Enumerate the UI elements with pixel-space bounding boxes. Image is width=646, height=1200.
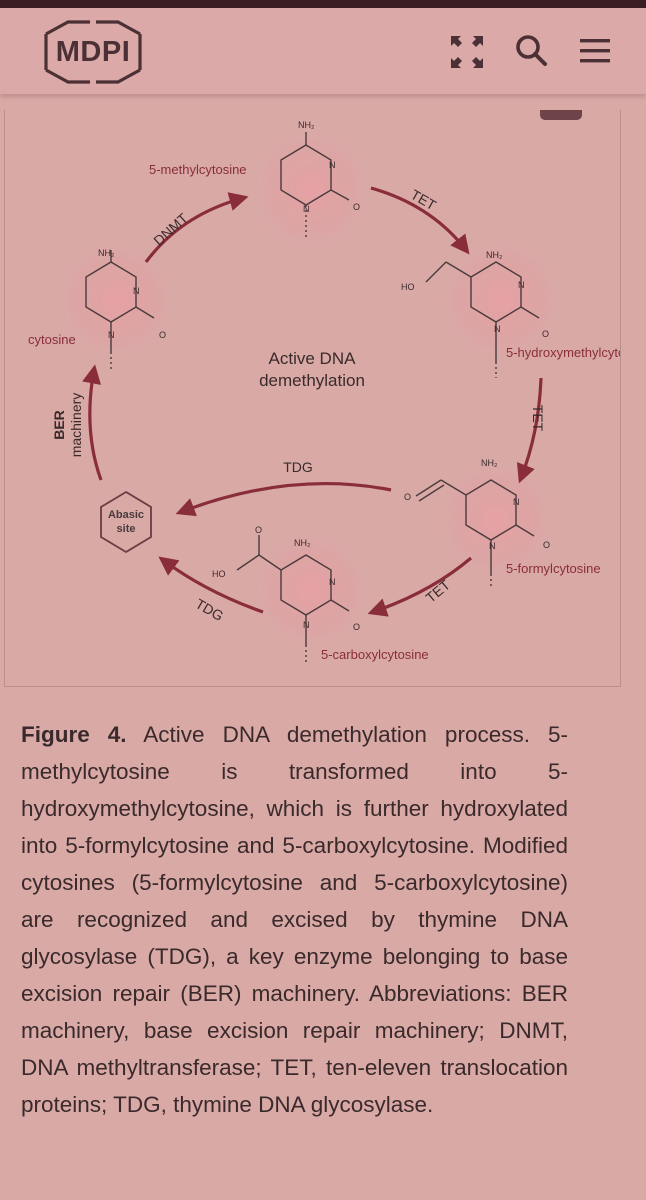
atom-o-5: O (353, 622, 360, 632)
atom-nh2-4: NH₂ (294, 538, 311, 548)
label-5-hydroxymethylcytosine: 5-hydroxymethylcyto (506, 345, 620, 360)
atom-o-7: O (159, 330, 166, 340)
enzyme-tet-1: TET (408, 186, 439, 213)
figure-container: NH₂ N N O NH₂ N N O HO NH₂ N N O O NH₂ N… (4, 110, 625, 687)
arrow-tet-1 (370, 186, 470, 255)
atom-n-10: N (108, 330, 115, 340)
enzyme-ber-machinery: machinery (68, 393, 84, 458)
atom-nh2-2: NH₂ (486, 250, 503, 260)
label-5-carboxylcytosine: 5-carboxylcytosine (321, 647, 429, 662)
glow-carboxyl (251, 530, 371, 650)
enzyme-tdg-2: TDG (193, 595, 227, 624)
atom-nh2-1: NH₂ (298, 120, 315, 130)
atom-o-1: O (353, 202, 360, 212)
arrow-tdg-2 (158, 556, 264, 614)
atom-o-6: O (255, 525, 262, 535)
mdpi-logo[interactable]: MDPI (30, 20, 156, 84)
figure-scroll-handle[interactable] (540, 110, 582, 120)
arrow-tet-2 (516, 377, 543, 484)
atom-nh2-5: NH₂ (98, 248, 115, 258)
glow-methylcytosine (249, 128, 373, 252)
center-title-line2: demethylation (259, 371, 365, 390)
arrow-tet-3 (367, 556, 473, 617)
arrow-dnmt (144, 192, 249, 263)
atom-o-3: O (543, 540, 550, 550)
site-header: MDPI (0, 8, 646, 94)
figure-label: Figure 4. (21, 722, 127, 747)
reaction-arrows (82, 186, 543, 617)
atom-n-4: N (494, 324, 501, 334)
enzyme-tet-2: TET (530, 405, 546, 432)
glow-formyl (436, 460, 556, 580)
enzyme-tdg-1: TDG (283, 459, 313, 475)
atom-n-9: N (133, 286, 140, 296)
figure-caption: Figure 4. Active DNA demethylation proce… (21, 716, 568, 1123)
atom-n-6: N (489, 541, 496, 551)
label-abasic-line2: site (117, 523, 136, 535)
enzyme-ber: BER (51, 410, 67, 440)
atom-nh2-3: NH₂ (481, 458, 498, 468)
atom-o-4: O (404, 492, 411, 502)
expand-icon[interactable] (445, 30, 489, 74)
label-5-methylcytosine: 5-methylcytosine (149, 162, 247, 177)
molecule-structures (85, 132, 540, 665)
enzyme-tet-3: TET (423, 576, 454, 606)
atom-n-1: N (329, 160, 336, 170)
logo-hexagon-frame (44, 20, 142, 84)
arrow-ber (82, 364, 103, 481)
glow-cytosine (56, 240, 176, 360)
atom-n-3: N (518, 280, 525, 290)
menu-icon[interactable] (574, 30, 618, 74)
arrow-tdg-1 (175, 481, 392, 517)
atom-ho-1: HO (401, 282, 415, 292)
atom-o-2: O (542, 329, 549, 339)
glow-hydroxymethyl (439, 238, 563, 362)
center-title-line1: Active DNA (269, 349, 357, 368)
caption-text: Active DNA demethylation process. 5-meth… (21, 722, 568, 1117)
atom-ho-2: HO (212, 569, 226, 579)
atom-n-2: N (303, 204, 310, 214)
label-cytosine: cytosine (28, 332, 76, 347)
label-5-formylcytosine: 5-formylcytosine (506, 561, 601, 576)
atom-n-7: N (329, 577, 336, 587)
enzyme-dnmt: DNMT (150, 210, 191, 249)
atom-n-8: N (303, 620, 310, 630)
logo-text: MDPI (55, 36, 131, 68)
top-status-bar (0, 0, 646, 8)
search-icon[interactable] (510, 30, 554, 74)
demethylation-diagram: NH₂ N N O NH₂ N N O HO NH₂ N N O O NH₂ N… (28, 120, 625, 665)
label-abasic-line1: Abasic (108, 509, 144, 521)
atom-n-5: N (513, 497, 520, 507)
